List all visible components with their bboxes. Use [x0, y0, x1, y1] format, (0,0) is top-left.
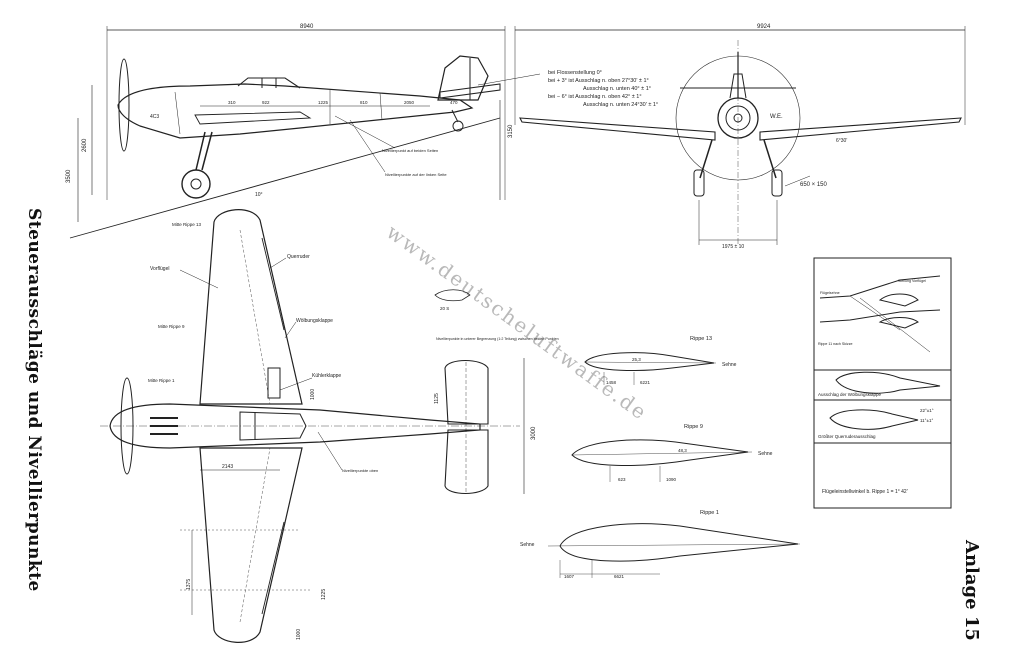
detail-note-3: Rippe 11 nach Skizze — [818, 342, 853, 346]
elevator-table: bei Flossenstellung 0° bei + 3° ist Auss… — [548, 70, 658, 108]
profile-9-val-a: 48,3 — [678, 448, 687, 453]
front-view — [514, 26, 966, 245]
plan-dim-7: 1000 — [296, 629, 302, 640]
profile-1-chord: Sehne — [520, 542, 535, 548]
elevator-line-1: bei Flossenstellung 0° — [548, 70, 602, 76]
front-dim-track: 1975 ± 10 — [722, 244, 744, 250]
side-station-6: 470 — [450, 100, 458, 105]
tail-note: Nivellierpunkte in unterer Begrenzung (1… — [436, 337, 559, 341]
detail-footer: Flügeleinstellwinkel b. Rippe 1 = 1° 42' — [822, 489, 908, 495]
profile-13-name: Rippe 13 — [690, 336, 712, 342]
plan-label-rippe-1: Mitte Rippe 1 — [148, 378, 175, 383]
profile-9-chord: Sehne — [758, 451, 773, 457]
detail-angle-2: 11°±1° — [920, 418, 933, 423]
side-label-fuel: 4C3 — [150, 114, 159, 120]
side-dim-height-1: 2600 — [82, 138, 88, 152]
elevator-line-4: bei − 6° ist Ausschlag n. oben 42° ± 1° — [548, 94, 642, 100]
profile-9-val-b: 623 — [618, 477, 626, 482]
front-dihedral: 6°30' — [836, 138, 847, 144]
profile-rippe-13 — [584, 352, 717, 385]
appendix-label-text: Anlage 15 — [961, 540, 982, 641]
profile-9-name: Rippe 9 — [684, 424, 703, 430]
detail-box — [813, 257, 952, 509]
side-label-angle: 10° — [255, 192, 263, 198]
detail-note-2: Flügelsehne — [820, 291, 840, 295]
side-station-3: 1225 — [318, 100, 329, 105]
tail-detail — [434, 289, 471, 302]
profile-13-val-c: 6221 — [640, 380, 651, 385]
tail-detail-value: 20 S — [440, 306, 449, 311]
side-dim-length: 8940 — [300, 24, 314, 30]
side-station-1: 310 — [228, 100, 236, 105]
plan-dim-1: 2143 — [222, 464, 233, 470]
detail-low-label: Größter Querruderausschlag — [818, 434, 876, 439]
elevator-line-2: bei + 3° ist Ausschlag n. oben 27°30' ± … — [548, 78, 649, 84]
plan-label-woelbungsklappe: Wölbungsklappe — [296, 318, 333, 324]
profile-9-val-c: 1090 — [666, 477, 677, 482]
elevator-line-5: Ausschlag n. unten 24°30' ± 1° — [583, 102, 658, 108]
side-dim-gear: 3150 — [508, 124, 514, 138]
plan-dim-6: 1125 — [434, 393, 440, 404]
plan-dim-3: 1000 — [310, 389, 316, 400]
plan-dim-5: 3000 — [531, 426, 537, 440]
detail-mid-label: Ausschlag der Wölbungsklappe — [818, 392, 882, 397]
watermark: www.deutscheluftwaffe.de — [382, 220, 652, 425]
plan-label-rippe-13: Mitte Rippe 13 — [172, 222, 202, 227]
front-label-we: W.E. — [770, 114, 783, 120]
plan-label-rippe-9: Mitte Rippe 9 — [158, 324, 185, 329]
side-view — [69, 26, 541, 239]
front-tire: 650 × 150 — [800, 182, 828, 188]
profile-1-name: Rippe 1 — [700, 510, 719, 516]
side-station-4: 810 — [360, 100, 368, 105]
sheet-title-text: Steuerausschläge und Nivellierpunkte — [24, 208, 44, 592]
plan-label-kuehlerklappe: Kühlerklappe — [312, 373, 341, 379]
side-note-nivellier-left: Nivellierpunkte auf der linken Seite — [385, 172, 447, 177]
detail-note-1: Stellung Vorflügel — [898, 279, 926, 283]
profile-13-val-b: 1458 — [606, 380, 617, 385]
detail-angle-1: 22°±1° — [920, 408, 934, 413]
plan-dim-4: 1225 — [321, 589, 327, 600]
profile-13-chord: Sehne — [722, 362, 737, 368]
plan-dim-2: 1375 — [186, 579, 192, 590]
profile-rippe-9 — [571, 439, 753, 482]
profile-rippe-1 — [547, 523, 801, 578]
profile-1-val-b: 6621 — [614, 574, 625, 579]
appendix-label-vertical: Anlage 15 — [958, 540, 988, 650]
plan-label-vorfluegel: Vorflügel — [150, 266, 169, 272]
plan-label-nivellierpunkte: Nivellierpunkte oben — [342, 468, 378, 473]
plan-view — [100, 209, 525, 643]
side-station-2: 922 — [262, 100, 270, 105]
elevator-line-3: Ausschlag n. unten 40° ± 1° — [583, 86, 651, 92]
side-dim-height-2: 3500 — [66, 169, 72, 183]
front-dim-span: 9924 — [757, 24, 771, 30]
sheet-title-vertical: Steuerausschläge und Nivellierpunkte — [14, 208, 44, 592]
profile-1-val-a: 1607 — [564, 574, 575, 579]
side-station-5: 2050 — [404, 100, 415, 105]
profile-13-val-a: 25,3 — [632, 357, 641, 362]
side-note-nivellier-both: Nivellierpunkt auf beiden Seiten — [382, 148, 438, 153]
plan-label-querruder: Querruder — [287, 254, 310, 260]
